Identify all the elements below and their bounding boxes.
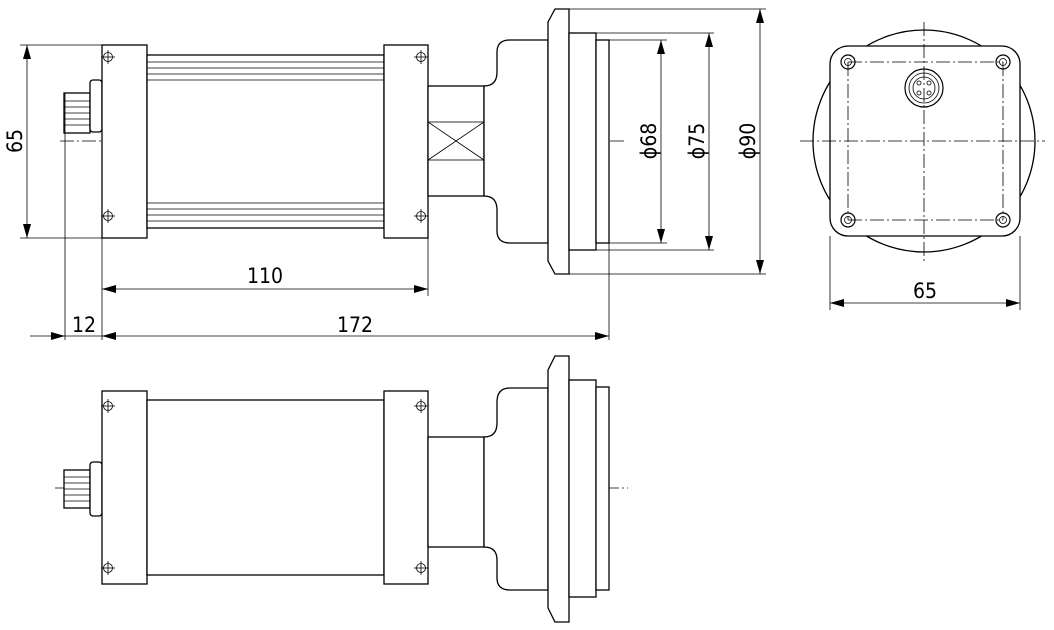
corner-screw [995, 54, 1011, 70]
length-110-label: 110 [247, 264, 283, 288]
offset-12-label: 12 [72, 313, 96, 337]
width-dimension-label: 65 [913, 279, 937, 303]
corner-screw [840, 212, 856, 228]
top-view-right-end-cap [383, 390, 429, 585]
top-view-sensor-tip [595, 386, 610, 591]
height-dimension-label: 65 [3, 129, 27, 153]
sensor-face [568, 32, 597, 251]
corner-screw [995, 212, 1011, 228]
diameter-68-label: ϕ68 [637, 123, 661, 160]
top-view-flange-hub [483, 387, 549, 591]
side-view [60, 8, 625, 275]
end-view-connector [904, 68, 944, 108]
top-view-left-end-cap [101, 390, 148, 585]
housing-tube [146, 54, 385, 229]
flange-hub [483, 39, 549, 244]
end-view-square-housing [829, 45, 1021, 237]
diameter-75-label: ϕ75 [685, 123, 709, 160]
top-view-shaft-neck [427, 436, 485, 548]
top-view-flange-plate [547, 355, 570, 623]
dimension-lines: 65 110 12 172 ϕ68 [3, 8, 766, 340]
left-end-cap [101, 44, 148, 239]
diameter-90-label: ϕ90 [736, 123, 760, 160]
top-view [55, 355, 628, 623]
top-view-connector-plug [63, 461, 103, 517]
top-view-housing-tube [146, 399, 385, 576]
corner-screw [840, 54, 856, 70]
length-172-label: 172 [337, 313, 373, 337]
end-view: 65 [800, 22, 1045, 310]
top-view-sensor-face [568, 379, 597, 598]
shaft-neck [427, 85, 485, 197]
connector-plug [63, 79, 103, 134]
sensor-tip [595, 39, 610, 244]
flange-plate [547, 8, 570, 275]
